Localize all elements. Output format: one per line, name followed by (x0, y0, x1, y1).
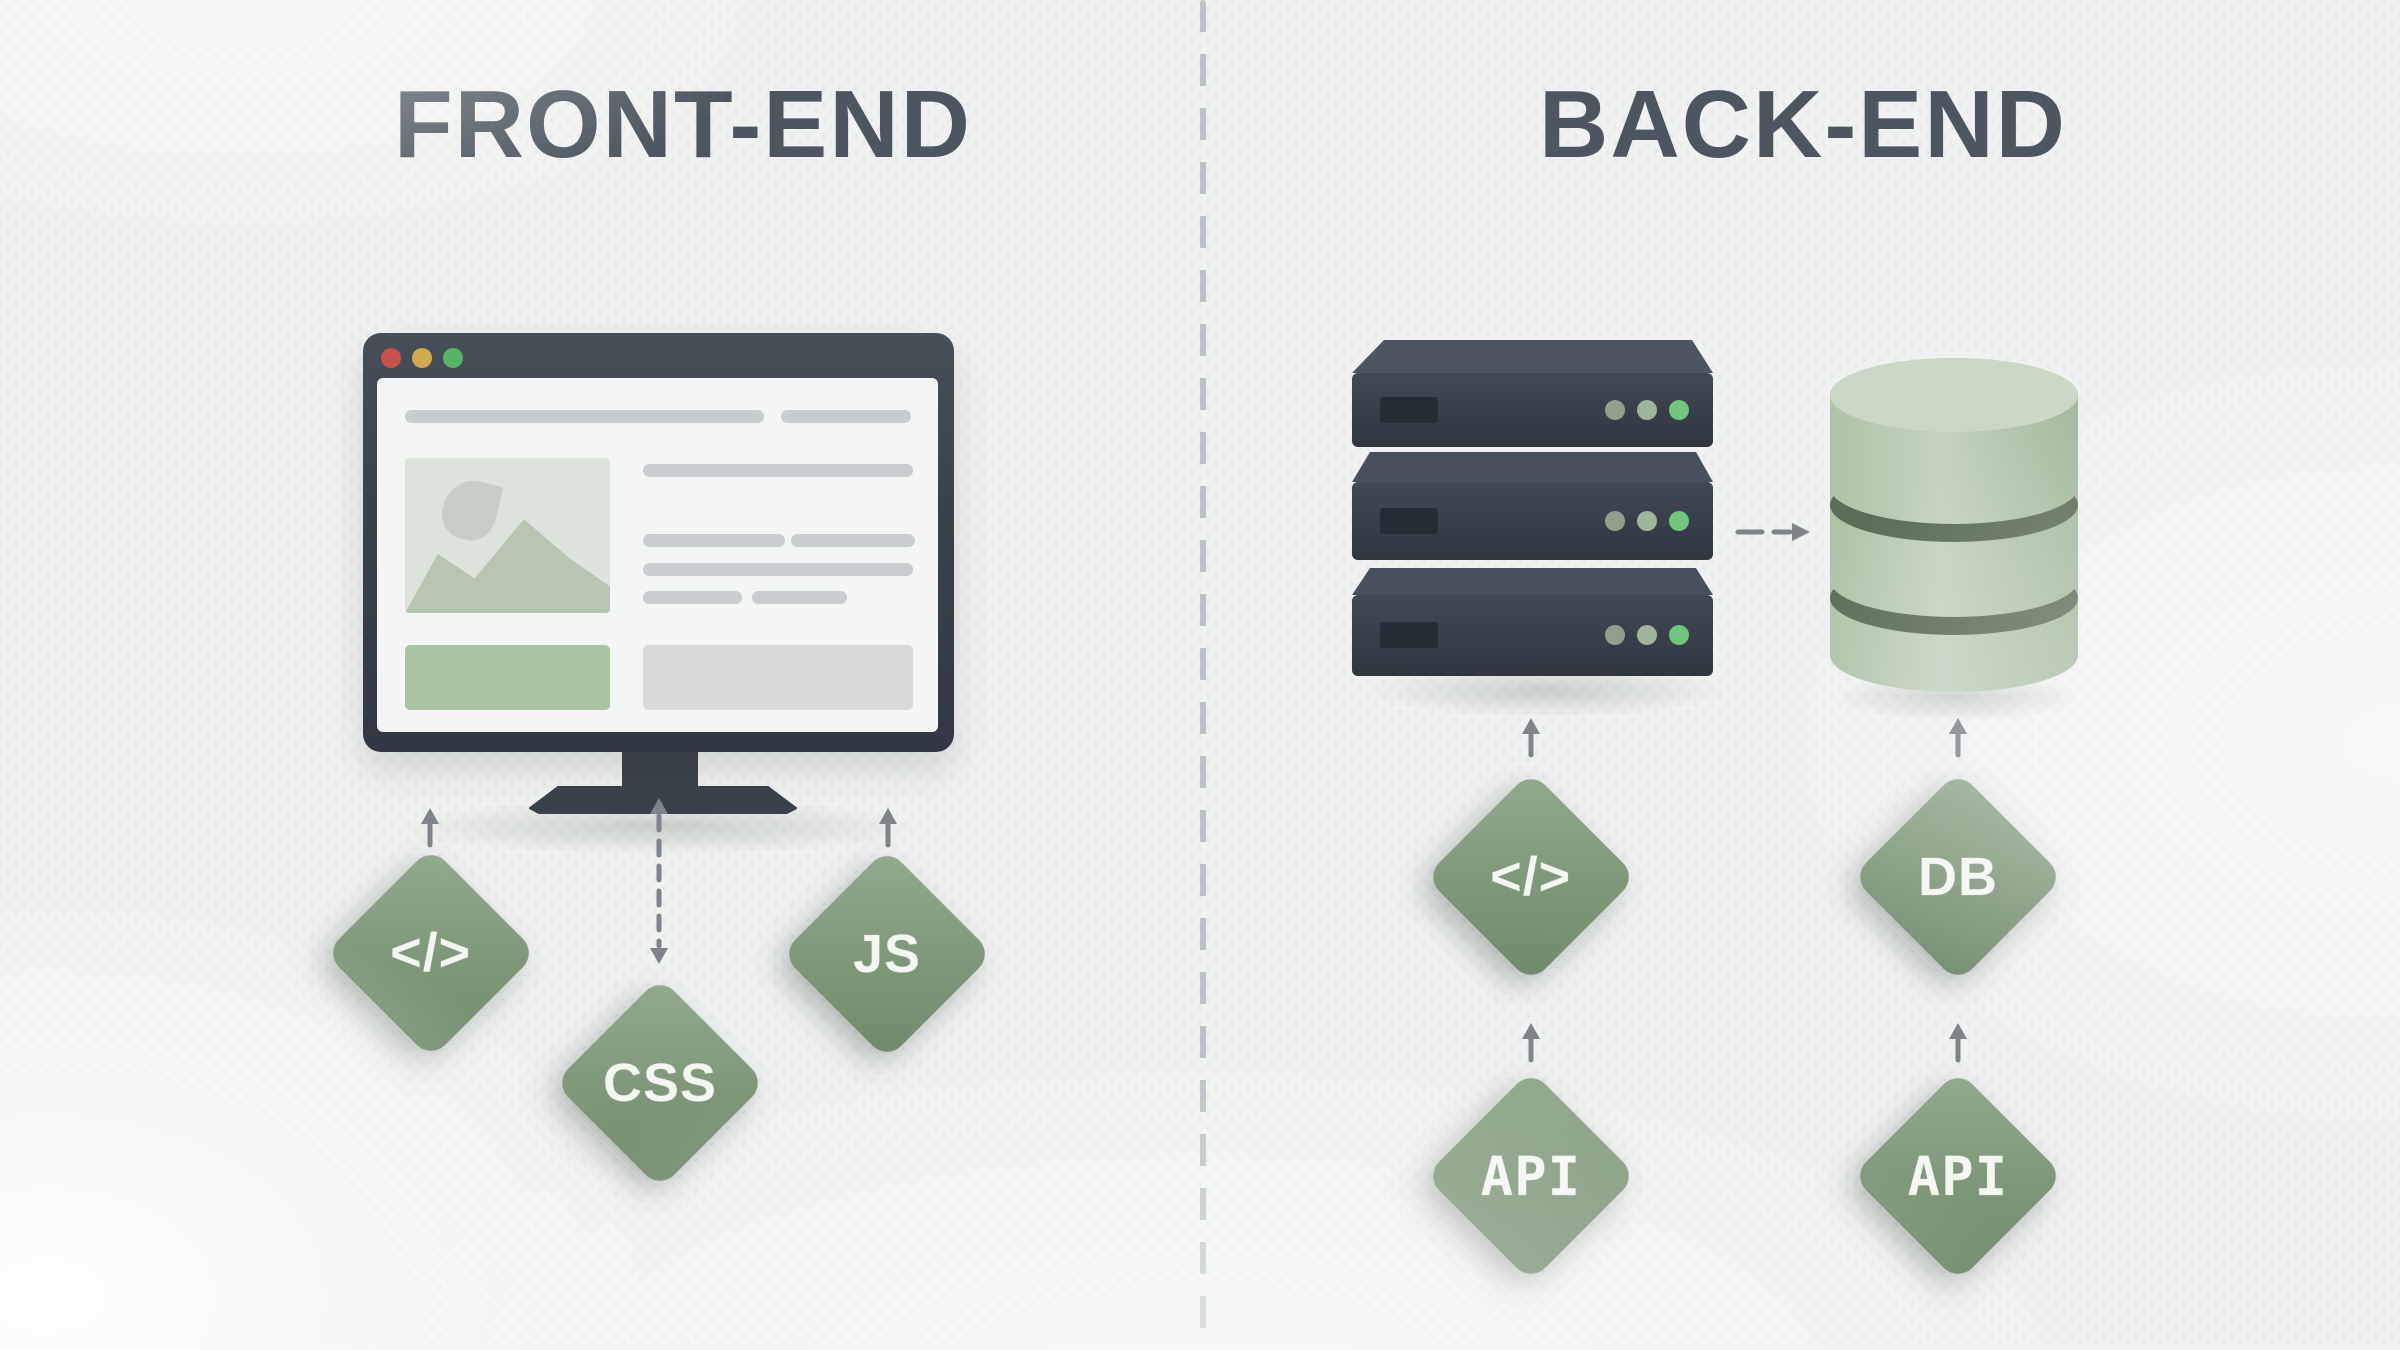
text-line (781, 410, 911, 423)
browser-page-mock (377, 378, 938, 732)
badge-html-code-label: </> (390, 922, 472, 983)
database-shadow (1832, 672, 2082, 722)
frontend-title: FRONT-END (394, 71, 972, 178)
badge-api-left-label: API (1480, 1144, 1582, 1208)
text-line (643, 563, 913, 576)
green-content-block (405, 645, 610, 710)
arrow-up-icon (1522, 1023, 1540, 1063)
badge-css-label: CSS (602, 1052, 718, 1113)
status-led (1669, 511, 1689, 531)
server-stack-icon (1352, 340, 1713, 676)
status-led (1605, 400, 1625, 420)
leaf-icon (436, 474, 504, 546)
image-placeholder (405, 458, 610, 613)
badge-server-code: </> (1424, 770, 1638, 984)
arrow-up-icon (1949, 1023, 1967, 1063)
traffic-light-green-icon (443, 348, 463, 368)
badge-js-label: JS (852, 924, 922, 984)
status-led (1605, 625, 1625, 645)
mountain-icon (405, 519, 610, 613)
status-led (1669, 400, 1689, 420)
server-unit (1352, 568, 1713, 676)
traffic-light-amber-icon (412, 348, 432, 368)
text-line (752, 591, 847, 604)
badge-server-code-label: </> (1490, 846, 1572, 907)
arrow-right-dashed-icon (1735, 523, 1810, 541)
panel-divider (1200, 0, 1206, 1350)
text-line (643, 591, 742, 604)
text-line (791, 534, 915, 547)
gray-content-block (643, 645, 913, 710)
badge-css: CSS (553, 976, 767, 1190)
monitor-stand-neck (622, 750, 698, 790)
badge-db: DB (1851, 770, 2065, 984)
arrow-up-icon (1949, 718, 1967, 758)
text-line (643, 464, 913, 477)
server-unit (1352, 452, 1713, 560)
badge-js: JS (780, 847, 994, 1061)
badge-html-code: </> (324, 846, 538, 1060)
text-line (405, 410, 764, 423)
status-led (1637, 400, 1657, 420)
server-unit (1352, 340, 1713, 447)
backend-title: BACK-END (1539, 71, 2067, 178)
monitor-stand-base (528, 786, 798, 814)
traffic-light-red-icon (381, 348, 401, 368)
status-led (1605, 511, 1625, 531)
status-led (1669, 625, 1689, 645)
arrow-up-icon (1522, 718, 1540, 758)
text-line (643, 534, 785, 547)
server-shadow (1360, 664, 1730, 718)
badge-db-label: DB (1918, 847, 1998, 907)
badge-api-left: API (1424, 1069, 1638, 1283)
badge-api-right: API (1851, 1069, 2065, 1283)
status-led (1637, 511, 1657, 531)
database-cylinder-icon (1830, 358, 2078, 692)
monitor-icon (363, 333, 954, 752)
status-led (1637, 625, 1657, 645)
badge-api-right-label: API (1907, 1144, 2009, 1208)
